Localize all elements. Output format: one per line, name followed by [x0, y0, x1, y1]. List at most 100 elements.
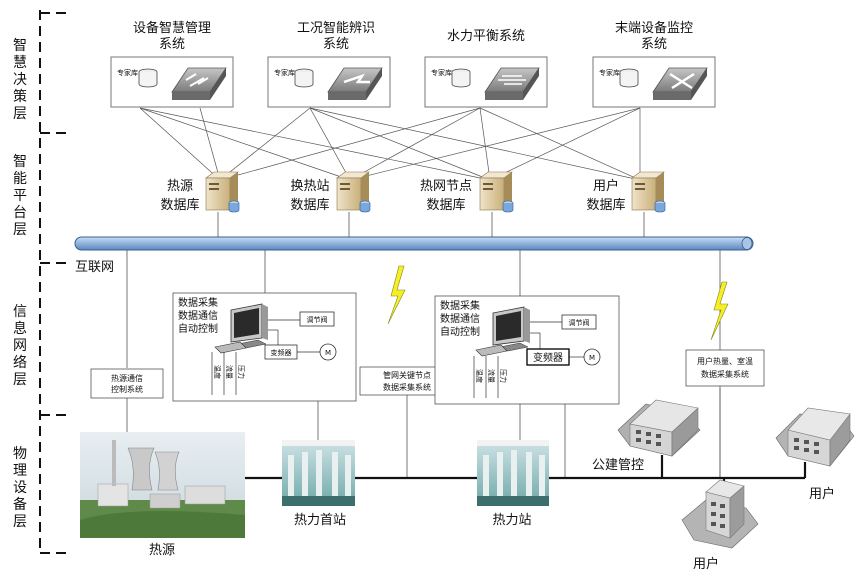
svg-text:流量: 流量: [225, 365, 234, 379]
system-titles: 设备智慧管理 系统 工况智能辨识 系统 水力平衡系统 末端设备监控 系统: [133, 20, 693, 52]
heat-source-comm-box[interactable]: 热源通信 控制系统: [90, 368, 164, 399]
system-title-4: 末端设备监控: [615, 20, 693, 36]
svg-text:控制系统: 控制系统: [111, 384, 143, 394]
monitor-icon: [230, 303, 268, 349]
server-icon: [205, 171, 239, 211]
primary-station-label: 热力首站: [294, 513, 346, 528]
svg-text:调节阀: 调节阀: [307, 315, 328, 324]
system-box-3[interactable]: 专家库: [424, 56, 548, 108]
svg-text:调节阀: 调节阀: [569, 318, 590, 327]
wireless-lightning-icon: [710, 281, 729, 341]
system-title-1b: 系统: [159, 37, 185, 52]
control-box-2[interactable]: 数据采集 数据通信 自动控制 调节阀 变频器 M 温度 流量 压力: [434, 295, 620, 405]
svg-text:决: 决: [13, 72, 27, 88]
layer-physical-label: 物 理 设 备 层: [13, 446, 27, 530]
db-cylinder-icon: [359, 200, 371, 213]
valve-box: [299, 311, 335, 327]
database-server-2[interactable]: 换热站 数据库: [290, 171, 371, 213]
svg-text:数据采集系统: 数据采集系统: [701, 369, 749, 379]
svg-text:温度: 温度: [475, 369, 484, 383]
db-cylinder-icon: [654, 200, 666, 213]
system-title-2: 工况智能辨识: [297, 21, 375, 36]
control-box-1[interactable]: 数据采集 数据通信 自动控制 调节阀 变频器 M 温度 流量 压力: [172, 292, 357, 402]
svg-text:热网节点: 热网节点: [420, 179, 472, 194]
system-title-3: 水力平衡系统: [447, 29, 525, 44]
server-drop-lines: [217, 212, 645, 238]
system-title-2b: 系统: [323, 37, 349, 52]
vfd-box: [264, 344, 298, 360]
svg-text:设: 设: [13, 480, 27, 496]
public-building-label: 公建管控: [592, 458, 644, 473]
svg-text:智: 智: [13, 154, 27, 170]
svg-text:热源通信: 热源通信: [111, 373, 143, 383]
mesh-links: [139, 107, 641, 181]
heat-source-image[interactable]: [80, 432, 245, 538]
keyboard-icon: [475, 344, 508, 357]
svg-text:温度: 温度: [213, 365, 222, 379]
svg-text:智: 智: [13, 38, 27, 54]
database-server-1[interactable]: 热源 数据库: [160, 171, 240, 213]
layer-separators: [39, 10, 72, 554]
svg-text:专家库: 专家库: [599, 68, 620, 77]
svg-text:自动控制: 自动控制: [178, 322, 218, 335]
svg-text:专家库: 专家库: [274, 68, 295, 77]
primary-station-image[interactable]: [282, 440, 355, 506]
svg-text:信: 信: [13, 304, 27, 320]
system-box-4[interactable]: 专家库: [592, 56, 716, 108]
svg-text:物: 物: [13, 446, 27, 462]
svg-text:热源: 热源: [167, 179, 193, 194]
svg-text:层: 层: [13, 106, 27, 122]
layer-platform-label: 智 能 平 台 层: [13, 154, 27, 238]
svg-text:流量: 流量: [487, 369, 496, 383]
svg-text:自动控制: 自动控制: [440, 325, 480, 338]
system-box-1[interactable]: 专家库: [110, 56, 234, 108]
svg-text:管网关键节点: 管网关键节点: [383, 370, 431, 380]
svg-text:用户: 用户: [593, 178, 619, 194]
svg-text:层: 层: [13, 514, 27, 530]
svg-text:数据通信: 数据通信: [440, 312, 480, 325]
system-box-2[interactable]: 专家库: [267, 56, 391, 108]
database-server-4[interactable]: 用户 数据库: [586, 171, 666, 213]
svg-text:络: 络: [13, 355, 27, 371]
svg-text:台: 台: [13, 205, 27, 221]
layer-info-label: 信 息 网 络 层: [13, 304, 27, 388]
svg-text:数据通信: 数据通信: [178, 309, 218, 322]
svg-text:数据库: 数据库: [586, 197, 625, 213]
heat-station-image[interactable]: [477, 440, 549, 506]
svg-text:层: 层: [13, 372, 27, 388]
svg-text:换热站: 换热站: [290, 179, 329, 194]
server-icon: [479, 171, 513, 211]
svg-text:数据采集: 数据采集: [440, 299, 480, 312]
database-server-3[interactable]: 热网节点 数据库: [420, 171, 514, 213]
switch-icon: [171, 67, 227, 100]
svg-text:压力: 压力: [237, 365, 246, 379]
crossbar-switch-icon: [652, 67, 708, 100]
svg-text:变频器: 变频器: [271, 348, 292, 357]
wireless-lightning-icon: [387, 265, 406, 325]
svg-text:能: 能: [13, 171, 27, 187]
router-icon: [327, 67, 383, 100]
svg-text:专家库: 专家库: [431, 68, 452, 77]
svg-text:数据库: 数据库: [290, 197, 329, 213]
user-building-icon-2[interactable]: [681, 479, 759, 549]
hub-icon: [484, 67, 540, 100]
server-icon: [336, 171, 370, 211]
network-bus: [74, 236, 754, 251]
db-cylinder-icon: [502, 200, 514, 213]
svg-text:层: 层: [13, 222, 27, 238]
svg-text:理: 理: [13, 463, 27, 479]
system-title-4b: 系统: [641, 37, 667, 52]
heat-station-label: 热力站: [492, 513, 531, 528]
system-title-1: 设备智慧管理: [133, 20, 211, 36]
user-comm-box[interactable]: 用户热量、室温 数据采集系统: [685, 349, 765, 387]
svg-text:备: 备: [13, 496, 27, 513]
public-building-icon[interactable]: [617, 399, 701, 457]
user-label-2: 用户: [693, 556, 719, 572]
svg-text:变频器: 变频器: [533, 351, 563, 364]
svg-text:策: 策: [13, 88, 27, 105]
keyboard-icon: [214, 341, 247, 354]
user-building-icon-1[interactable]: [775, 407, 855, 467]
heat-source-label: 热源: [149, 543, 175, 558]
svg-text:专家库: 专家库: [117, 68, 138, 77]
svg-text:慧: 慧: [13, 55, 27, 71]
